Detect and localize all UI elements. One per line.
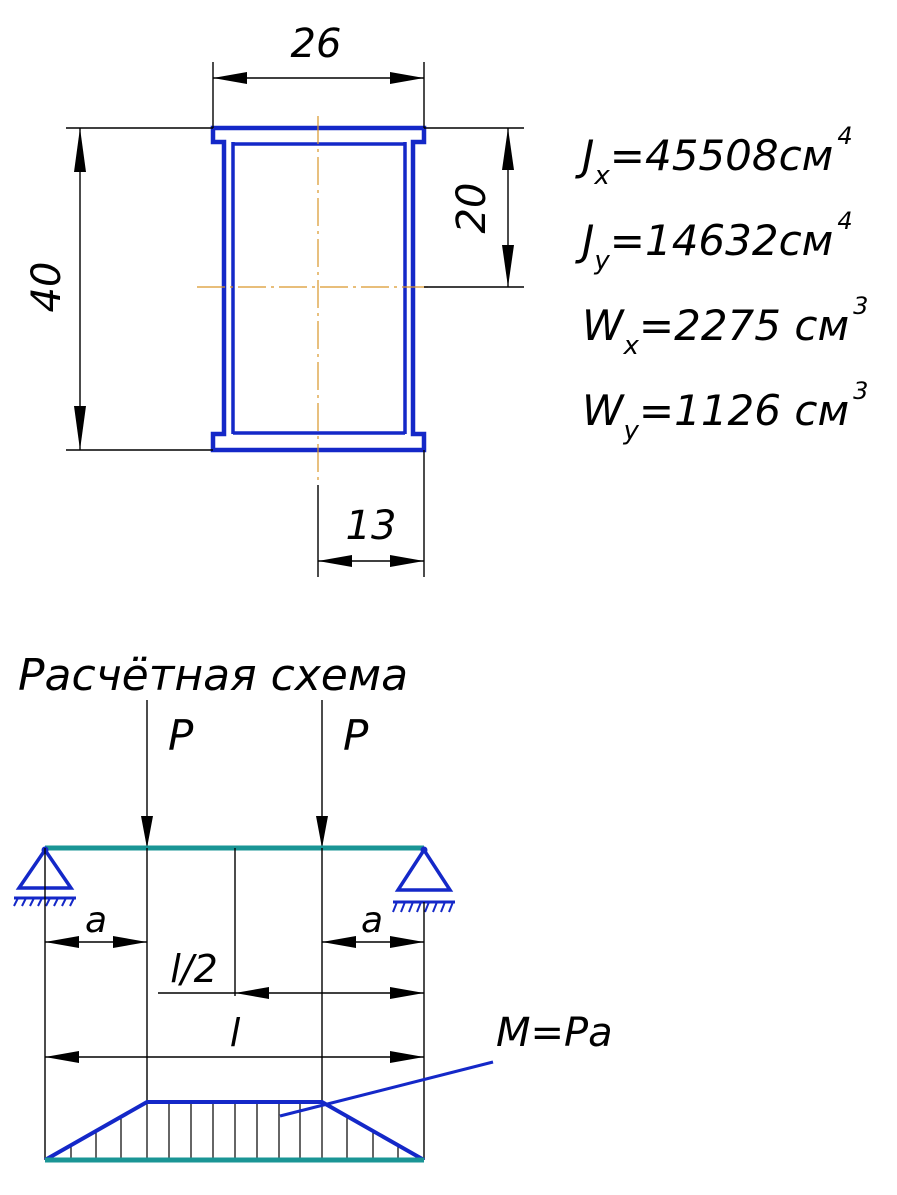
scheme-title: Расчётная схема <box>18 650 408 701</box>
dim-a-right-label: a <box>361 900 383 941</box>
dim-height: 40 <box>24 127 213 451</box>
dim-half-height: 20 <box>424 127 524 288</box>
dim-a-left-label: a <box>85 900 107 941</box>
dim-half-height-label: 20 <box>449 183 495 234</box>
moment-outline <box>44 1100 425 1162</box>
moment-hatching <box>70 1102 399 1160</box>
dim-half-width: 13 <box>317 450 425 577</box>
dim-half-span: l/2 <box>158 947 424 999</box>
load-left-label: P <box>168 711 194 760</box>
moment-diagram: M=Pa <box>44 1010 613 1163</box>
dim-half-width-label: 13 <box>346 503 397 549</box>
dim-half-span-label: l/2 <box>170 947 218 991</box>
load-right: P <box>316 700 369 848</box>
dim-a-right: a <box>322 900 424 948</box>
dim-span: l <box>45 1011 424 1063</box>
dim-width-label: 26 <box>291 21 342 67</box>
load-left: P <box>141 700 194 848</box>
dim-width: 26 <box>212 21 425 128</box>
dim-height-label: 40 <box>24 262 70 313</box>
dim-a-left: a <box>45 900 147 948</box>
cross-section <box>197 116 428 485</box>
moment-leader <box>279 1060 494 1118</box>
dim-span-label: l <box>230 1011 241 1055</box>
load-right-label: P <box>343 711 369 760</box>
moment-label: M=Pa <box>496 1010 613 1056</box>
